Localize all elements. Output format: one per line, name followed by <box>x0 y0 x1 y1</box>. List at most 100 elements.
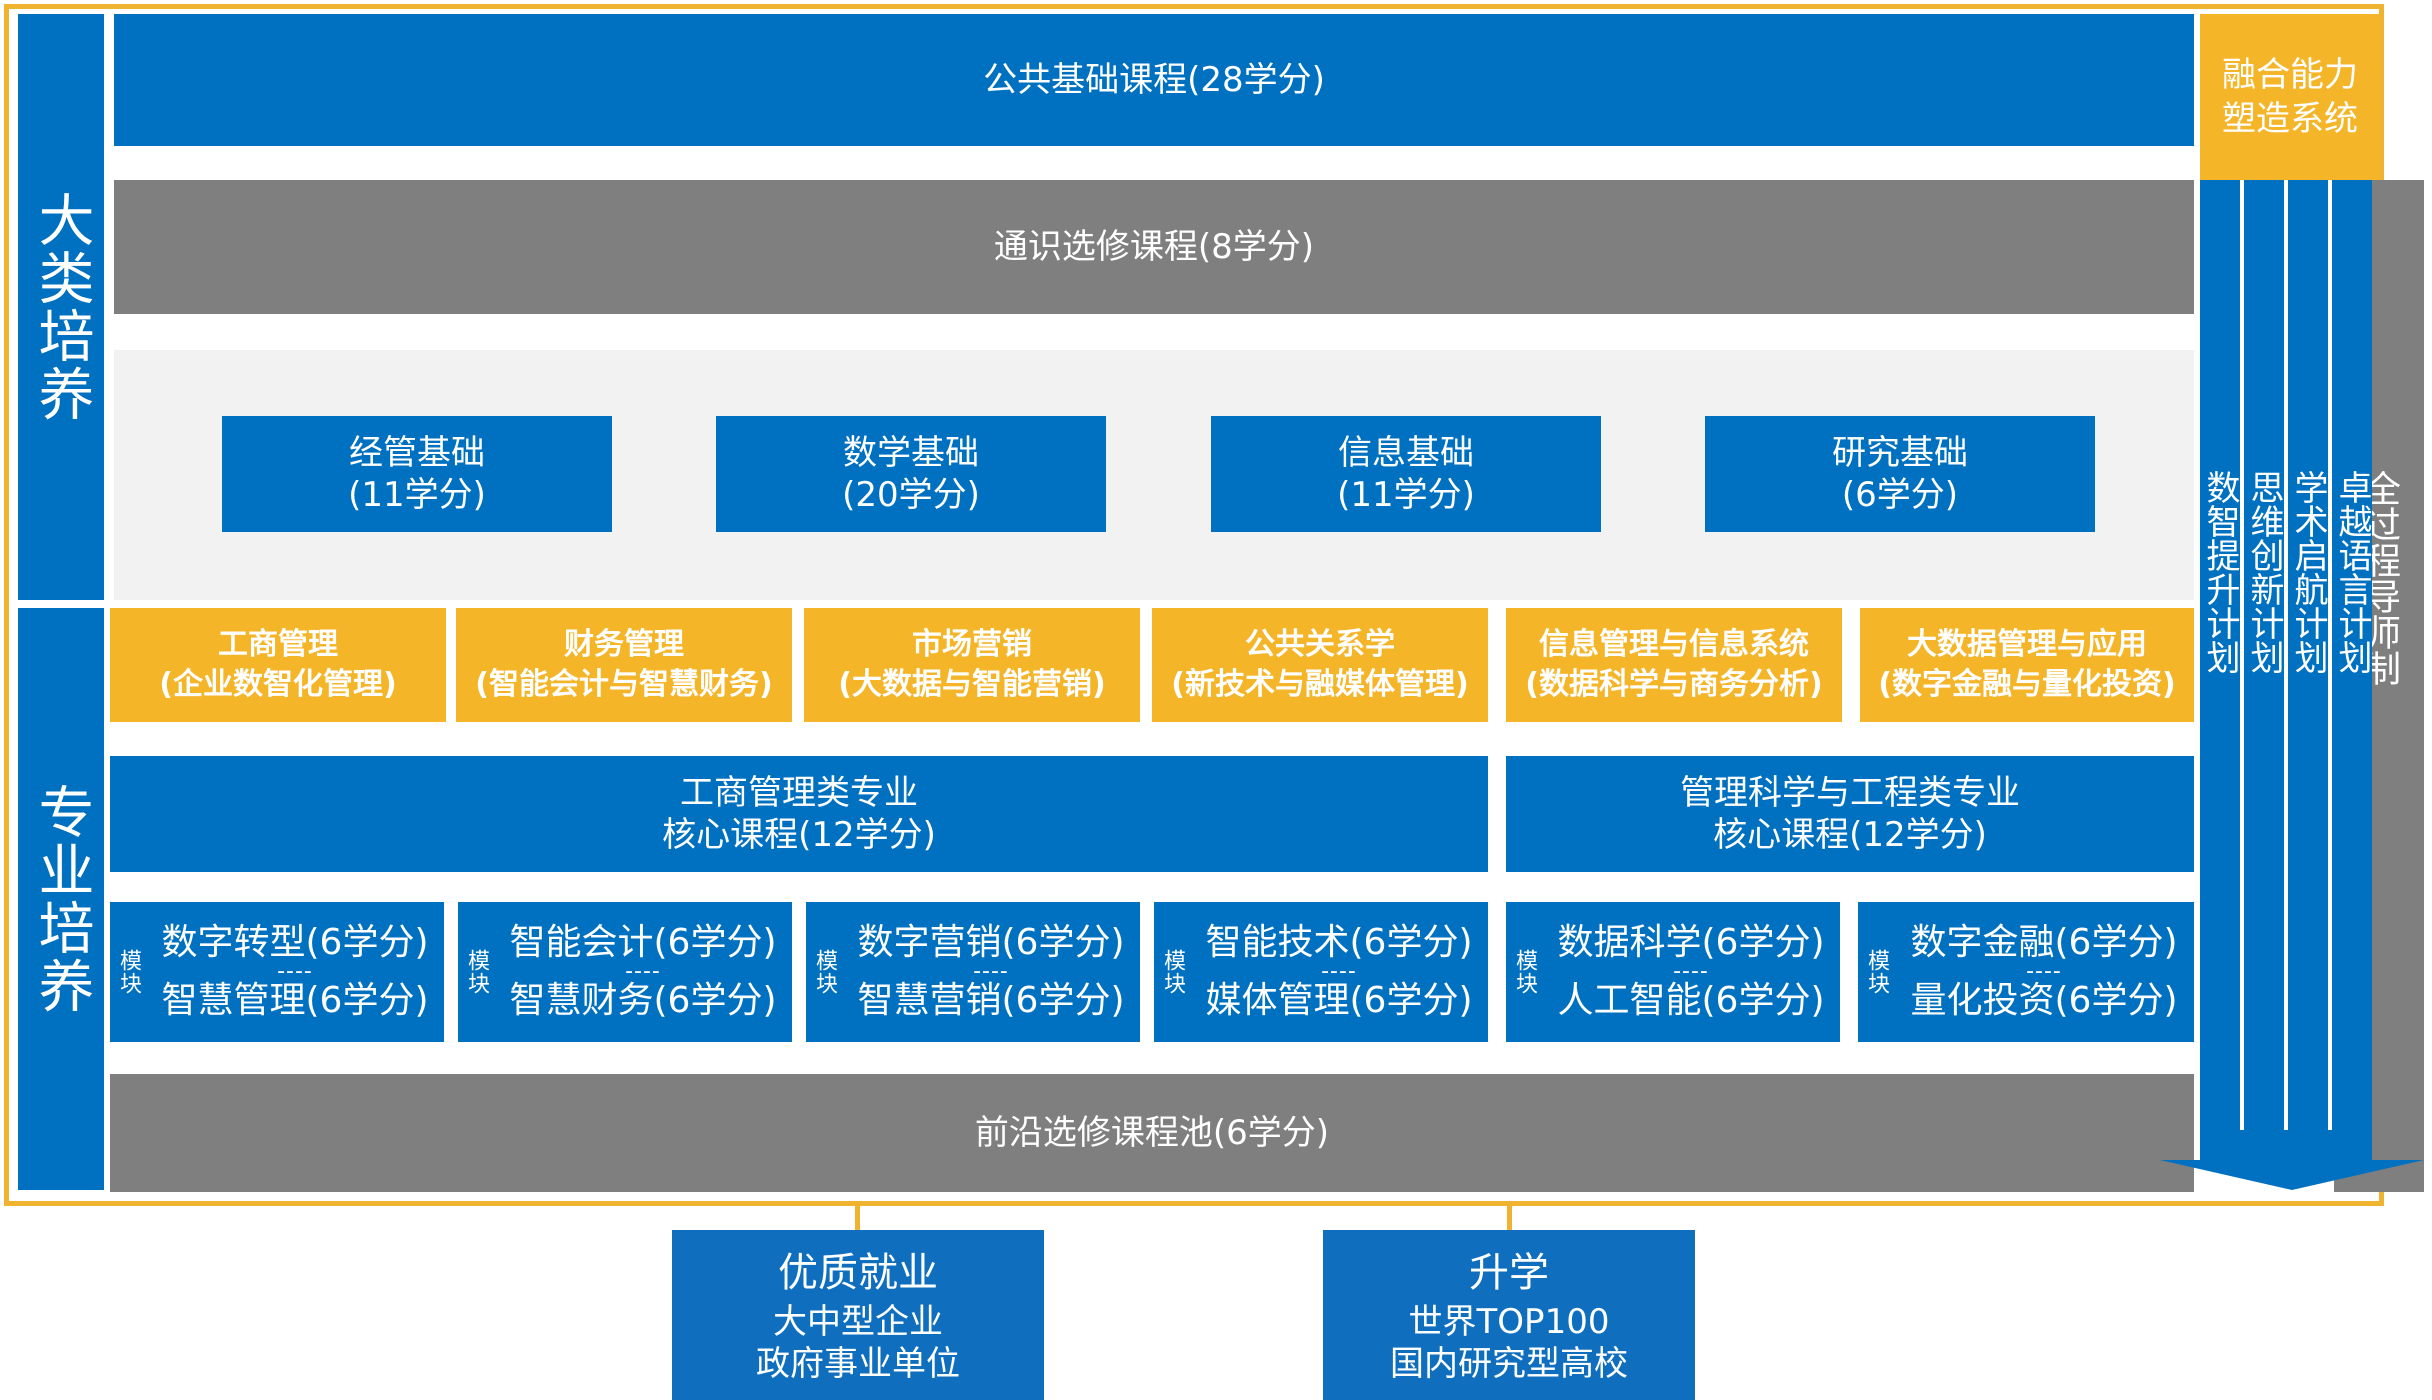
major-sub: (企业数智化管理) <box>159 667 397 702</box>
plan-label: 学术启航计划 <box>2288 470 2328 674</box>
outcome-title: 优质就业 <box>778 1250 938 1296</box>
module-box: 模块 数字转型(6学分) ---- 智慧管理(6学分) <box>110 902 444 1042</box>
general-elective-bar: 通识选修课程(8学分) <box>114 180 2194 314</box>
outcome-box-employment: 优质就业 大中型企业 政府事业单位 <box>672 1230 1044 1400</box>
major-sub: (智能会计与智慧财务) <box>475 667 773 702</box>
foundation-title: 研究基础 <box>1832 433 1968 473</box>
fusion-title-box: 融合能力塑造系统 <box>2200 14 2380 180</box>
frontier-elective-label: 前沿选修课程池(6学分) <box>974 1113 1330 1153</box>
module-box: 模块 智能会计(6学分) ---- 智慧财务(6学分) <box>458 902 792 1042</box>
module-separator: ---- <box>973 959 1009 984</box>
side-label-broad-text: 大类培养 <box>29 191 94 423</box>
major-box: 公共关系学 (新技术与融媒体管理) <box>1152 608 1488 722</box>
foundation-credit: (6学分) <box>1841 475 1959 515</box>
outcome-line: 国内研究型高校 <box>1390 1344 1628 1384</box>
module-course-b: 智慧财务(6学分) <box>509 980 777 1021</box>
module-course-a: 数字转型(6学分) <box>161 922 429 963</box>
module-course-b: 智慧营销(6学分) <box>857 980 1125 1021</box>
core-courses-line2: 核心课程(12学分) <box>1713 815 1987 855</box>
foundation-credit: (11学分) <box>348 475 486 515</box>
module-body: 智能技术(6学分) ---- 媒体管理(6学分) <box>1190 902 1488 1042</box>
outcome-title: 升学 <box>1469 1250 1549 1296</box>
major-name: 市场营销 <box>912 627 1032 662</box>
module-course-a: 数据科学(6学分) <box>1557 922 1825 963</box>
major-name: 工商管理 <box>218 627 338 662</box>
module-tag: 模块 <box>464 949 489 995</box>
plan-label: 思维创新计划 <box>2244 470 2284 674</box>
foundation-box: 信息基础 (11学分) <box>1211 416 1601 532</box>
frontier-elective-bar: 前沿选修课程池(6学分) <box>110 1074 2194 1192</box>
foundation-credit: (20学分) <box>842 475 980 515</box>
core-courses-line1: 管理科学与工程类专业 <box>1680 773 2020 813</box>
outcome-line: 政府事业单位 <box>756 1344 960 1384</box>
module-box: 模块 数据科学(6学分) ---- 人工智能(6学分) <box>1506 902 1840 1042</box>
plan-label: 数智提升计划 <box>2200 470 2240 674</box>
module-box: 模块 数字营销(6学分) ---- 智慧营销(6学分) <box>806 902 1140 1042</box>
plan-column-bg <box>2200 180 2240 1130</box>
module-course-b: 智慧管理(6学分) <box>161 980 429 1021</box>
foundation-title: 经管基础 <box>349 433 485 473</box>
general-elective-label: 通识选修课程(8学分) <box>993 227 1315 267</box>
module-body: 数据科学(6学分) ---- 人工智能(6学分) <box>1542 902 1840 1042</box>
module-box: 模块 智能技术(6学分) ---- 媒体管理(6学分) <box>1154 902 1488 1042</box>
arrow-head <box>2160 1160 2424 1190</box>
module-body: 数字转型(6学分) ---- 智慧管理(6学分) <box>146 902 444 1042</box>
plan-column-bg <box>2244 180 2284 1130</box>
module-tag: 模块 <box>812 949 837 995</box>
module-separator: ---- <box>625 959 661 984</box>
plan-column-bg <box>2288 180 2328 1130</box>
module-course-b: 量化投资(6学分) <box>1910 980 2178 1021</box>
plan-column: 学术启航计划 <box>2288 470 2328 740</box>
plan-column: 数智提升计划 <box>2200 470 2240 740</box>
foundation-credit: (11学分) <box>1337 475 1475 515</box>
major-sub: (数字金融与量化投资) <box>1878 667 2176 702</box>
foundation-title: 信息基础 <box>1338 433 1474 473</box>
plan-label: 卓越语言计划 <box>2332 470 2372 674</box>
public-courses-label: 公共基础课程(28学分) <box>983 60 1325 100</box>
major-box: 信息管理与信息系统 (数据科学与商务分析) <box>1506 608 1842 722</box>
major-sub: (数据科学与商务分析) <box>1525 667 1823 702</box>
module-course-a: 数字金融(6学分) <box>1910 922 2178 963</box>
module-body: 智能会计(6学分) ---- 智慧财务(6学分) <box>494 902 792 1042</box>
module-course-a: 智能会计(6学分) <box>509 922 777 963</box>
foundation-box: 数学基础 (20学分) <box>716 416 1106 532</box>
module-course-b: 人工智能(6学分) <box>1557 980 1825 1021</box>
outcome-line: 大中型企业 <box>773 1302 943 1342</box>
module-tag: 模块 <box>1512 949 1537 995</box>
plan-column-bg <box>2332 180 2372 1130</box>
module-tag: 模块 <box>1160 949 1185 995</box>
fusion-title: 融合能力塑造系统 <box>2222 55 2358 139</box>
module-separator: ---- <box>1673 959 1709 984</box>
major-box: 大数据管理与应用 (数字金融与量化投资) <box>1860 608 2194 722</box>
connector-line <box>855 1206 860 1230</box>
module-box: 模块 数字金融(6学分) ---- 量化投资(6学分) <box>1858 902 2194 1042</box>
major-name: 大数据管理与应用 <box>1907 627 2147 662</box>
core-courses-line2: 核心课程(12学分) <box>662 815 936 855</box>
plan-column: 卓越语言计划 <box>2332 470 2372 740</box>
core-courses-line1: 工商管理类专业 <box>680 773 918 813</box>
module-body: 数字营销(6学分) ---- 智慧营销(6学分) <box>842 902 1140 1042</box>
outcome-box-further-study: 升学 世界TOP100 国内研究型高校 <box>1323 1230 1695 1400</box>
module-separator: ---- <box>2026 959 2062 984</box>
major-name: 信息管理与信息系统 <box>1539 627 1809 662</box>
major-box: 市场营销 (大数据与智能营销) <box>804 608 1140 722</box>
outcome-line: 世界TOP100 <box>1408 1302 1610 1342</box>
module-separator: ---- <box>1321 959 1357 984</box>
module-body: 数字金融(6学分) ---- 量化投资(6学分) <box>1894 902 2194 1042</box>
major-name: 财务管理 <box>564 627 684 662</box>
foundation-box: 研究基础 (6学分) <box>1705 416 2095 532</box>
foundation-title: 数学基础 <box>843 433 979 473</box>
core-courses-engineering: 管理科学与工程类专业 核心课程(12学分) <box>1506 756 2194 872</box>
plan-column: 思维创新计划 <box>2244 470 2284 740</box>
core-courses-business: 工商管理类专业 核心课程(12学分) <box>110 756 1488 872</box>
public-courses-bar: 公共基础课程(28学分) <box>114 14 2194 146</box>
foundation-box: 经管基础 (11学分) <box>222 416 612 532</box>
side-label-broad: 大类培养 <box>18 14 104 600</box>
arrow-shaft <box>2200 1130 2372 1162</box>
module-course-a: 数字营销(6学分) <box>857 922 1125 963</box>
major-sub: (新技术与融媒体管理) <box>1171 667 1469 702</box>
module-tag: 模块 <box>1864 949 1889 995</box>
major-name: 公共关系学 <box>1245 627 1395 662</box>
side-label-major-text: 专业培养 <box>29 783 94 1015</box>
major-box: 工商管理 (企业数智化管理) <box>110 608 446 722</box>
